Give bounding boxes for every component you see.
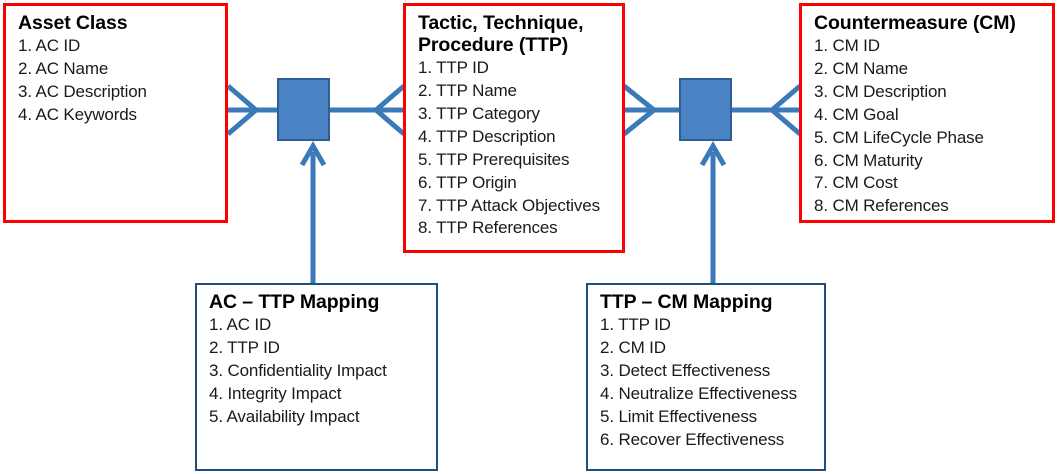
attribute-item: CM LifeCycle Phase xyxy=(832,127,984,147)
attribute-item: Neutralize Effectiveness xyxy=(618,383,797,403)
entity-title-ac-ttp-mapping: AC – TTP Mapping xyxy=(209,291,380,313)
attribute-item: CM Maturity xyxy=(832,150,923,170)
relationship-square-ttp-cm[interactable] xyxy=(679,78,732,141)
attribute-item: Recover Effectiveness xyxy=(618,429,785,449)
attribute-item: AC ID xyxy=(35,36,81,56)
attribute-item: AC Keywords xyxy=(35,104,137,124)
attribute-item: AC ID xyxy=(226,315,272,335)
attribute-item: TTP Category xyxy=(436,104,540,124)
attribute-item: AC Description xyxy=(35,81,147,101)
attribute-item: TTP Description xyxy=(436,127,556,147)
attribute-item: TTP ID xyxy=(618,315,671,335)
attribute-item: TTP ID xyxy=(436,58,489,78)
attribute-item: TTP Attack Objectives xyxy=(436,195,600,215)
attribute-item: CM Description xyxy=(832,81,947,101)
connector-ac-ttp-mapping-arrow xyxy=(299,141,327,284)
attribute-item: Confidentiality Impact xyxy=(227,360,387,380)
attribute-item: Availability Impact xyxy=(226,406,360,426)
attribute-item: TTP ID xyxy=(227,338,280,358)
attribute-item: AC Name xyxy=(35,59,109,79)
attribute-item: TTP Origin xyxy=(436,172,517,192)
attribute-item: CM Cost xyxy=(832,173,898,193)
attribute-item: CM References xyxy=(832,196,949,216)
attribute-item: TTP Name xyxy=(436,81,517,101)
connector-rel1-to-ttp xyxy=(329,84,406,136)
attribute-item: Detect Effectiveness xyxy=(618,360,771,380)
connector-ac-to-rel1 xyxy=(226,84,279,136)
entity-title-asset-class: Asset Class xyxy=(18,12,128,34)
entity-title-countermeasure: Countermeasure (CM) xyxy=(814,12,1016,34)
attribute-item: CM Goal xyxy=(832,104,899,124)
attribute-item: Limit Effectiveness xyxy=(618,406,758,426)
connector-rel2-to-cm xyxy=(731,84,802,136)
attribute-item: CM ID xyxy=(618,338,666,358)
attribute-item: TTP References xyxy=(436,218,558,238)
connector-ttp-cm-mapping-arrow xyxy=(699,141,727,284)
connector-ttp-to-rel2 xyxy=(622,84,681,136)
relationship-square-ac-ttp[interactable] xyxy=(277,78,330,141)
attribute-item: Integrity Impact xyxy=(227,383,342,403)
entity-ttp[interactable]: Tactic, Technique, Procedure (TTP) TTP I… xyxy=(403,3,625,253)
entity-title-ttp-cm-mapping: TTP – CM Mapping xyxy=(600,291,773,313)
attribute-item: CM Name xyxy=(832,59,908,79)
entity-title-ttp: Tactic, Technique, Procedure (TTP) xyxy=(418,12,584,57)
attribute-item: TTP Prerequisites xyxy=(436,149,570,169)
attribute-item: CM ID xyxy=(832,36,880,56)
